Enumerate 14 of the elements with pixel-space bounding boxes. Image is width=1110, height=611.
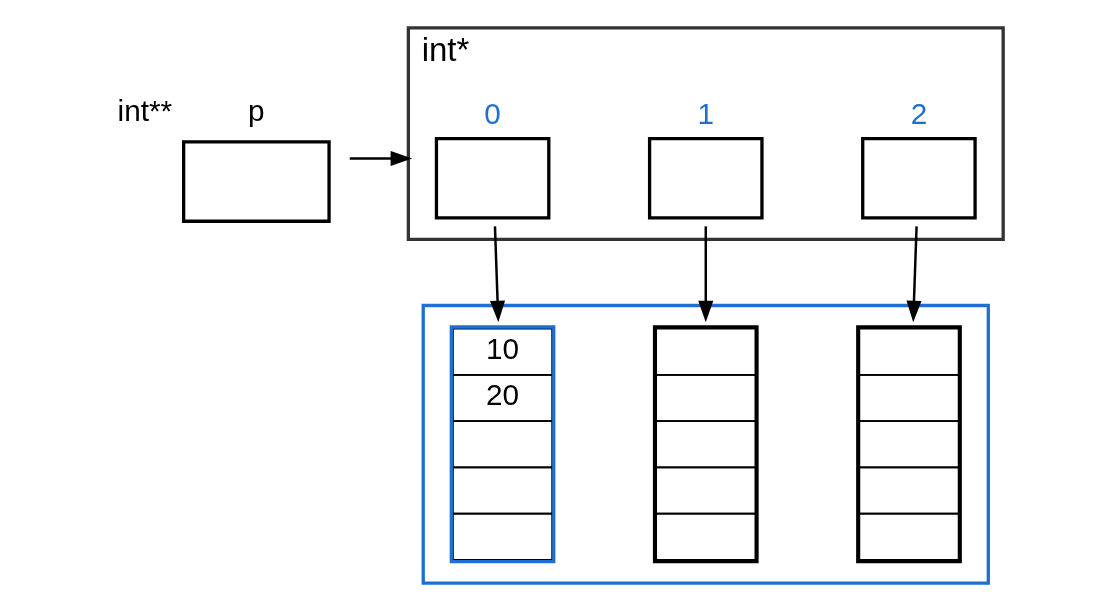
node-label: int** — [117, 94, 173, 128]
node-box — [647, 136, 764, 220]
node-label: 2 — [910, 97, 928, 131]
arrow — [349, 150, 413, 166]
arrow — [698, 226, 714, 323]
node-label: 0 — [484, 97, 501, 131]
cluster — [421, 303, 990, 585]
node-label: 1 — [697, 97, 715, 131]
node-label: p — [248, 94, 265, 128]
node-box — [861, 136, 977, 220]
node-box — [434, 136, 551, 220]
node-box — [182, 140, 331, 223]
arrow — [906, 226, 922, 323]
arrow — [490, 226, 506, 323]
